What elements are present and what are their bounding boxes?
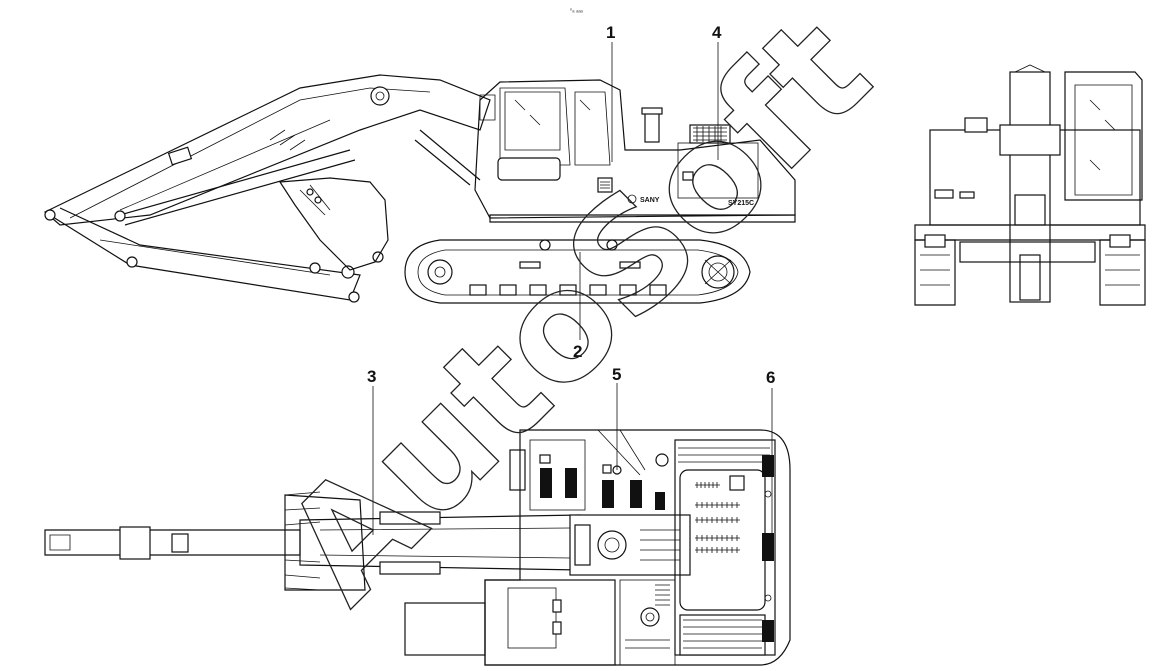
callout-6: 6 [766,368,775,387]
callout-leaders [372,42,773,536]
engine-cover [679,469,766,611]
top-upper-structure [484,429,791,666]
top-mark: ⁿₐ ₐₐₐ [570,7,584,14]
top-view [44,429,791,666]
callout-4: 4 [712,23,722,42]
hood-grille [693,126,727,142]
track-rollers [469,284,667,296]
callout-1: 1 [606,23,615,42]
top-cab [484,579,616,666]
bucket [278,177,389,271]
model-text: SY215C [728,200,754,207]
callout-3: 3 [367,367,376,386]
side-view: SANY SY215C [43,74,796,304]
callout-5: 5 [612,365,621,384]
callout-2: 2 [573,342,582,361]
track [404,239,751,304]
boom-cylinder [119,149,356,226]
boom [43,74,491,226]
arm [44,207,361,301]
upper-structure [474,79,796,219]
brand-logo-text: SANY [640,197,660,204]
cover-vents [695,482,740,553]
top-bucket [284,491,366,591]
front-view [914,64,1146,306]
front-cab [1064,71,1143,201]
